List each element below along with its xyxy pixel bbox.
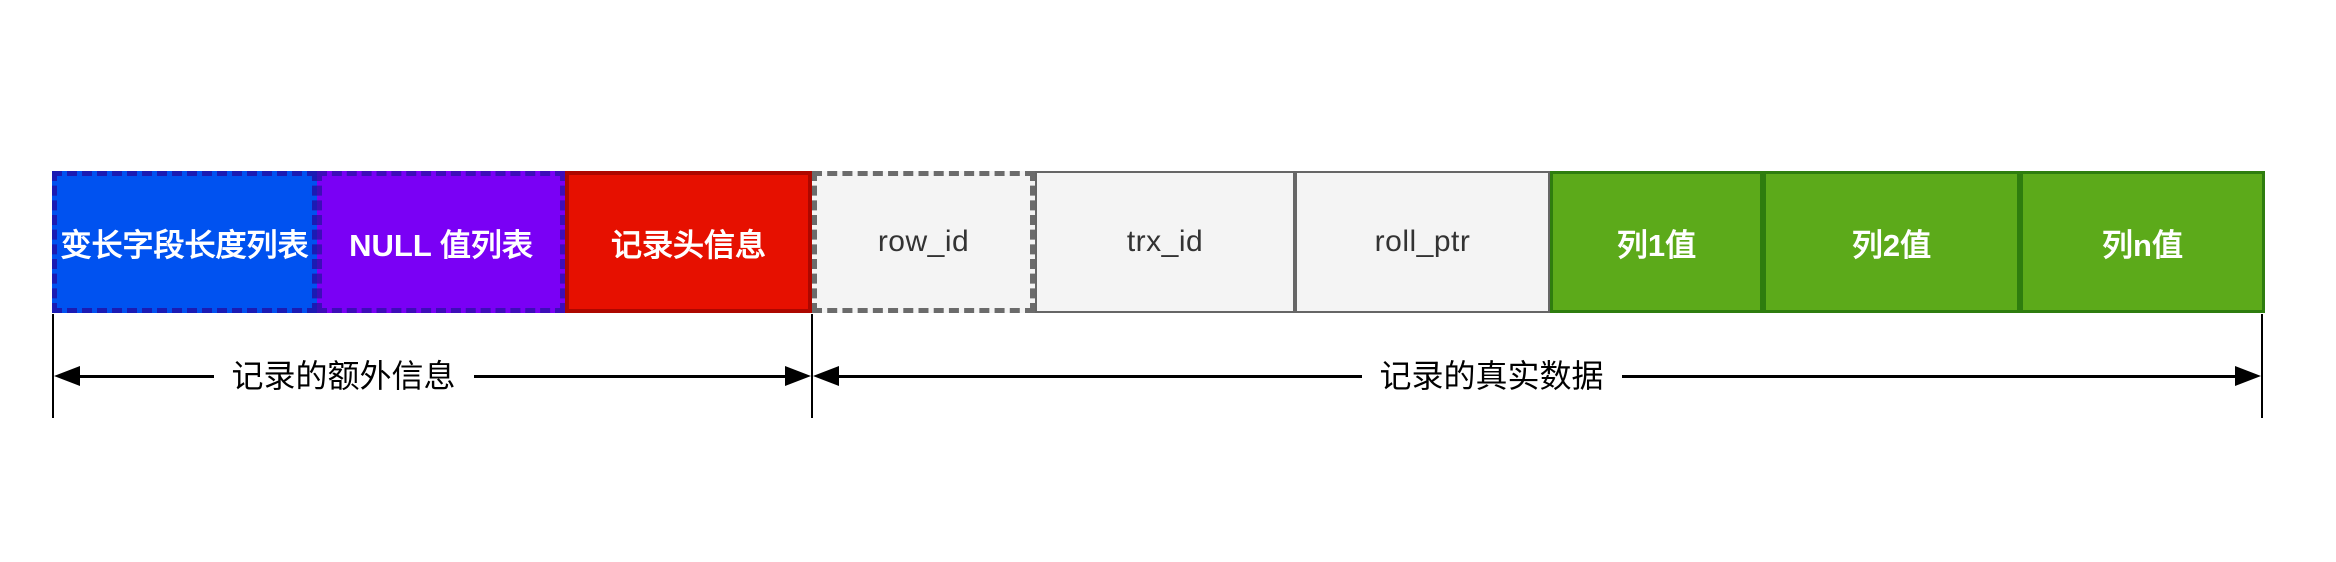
segment-roll-ptr: roll_ptr	[1295, 171, 1550, 313]
real-data-label: 记录的真实数据	[1379, 358, 1604, 394]
segment-variable-length-field-list: 变长字段长度列表	[52, 171, 317, 313]
boundary-tick-left	[52, 314, 54, 418]
measure-line	[839, 374, 1362, 378]
segment-column-1-value: 列1值	[1550, 171, 1763, 313]
arrowhead-left-icon	[813, 366, 839, 386]
segment-column-n-value: 列n值	[2020, 171, 2265, 313]
segment-column-2-value: 列2值	[1763, 171, 2020, 313]
boundary-tick-middle	[811, 314, 813, 418]
segment-null-value-list: NULL 值列表	[317, 171, 565, 313]
measure-span-extra-info: 记录的额外信息	[54, 354, 811, 398]
measure-line	[80, 374, 214, 378]
boundary-tick-right	[2261, 314, 2263, 418]
segment-record-header-info: 记录头信息	[565, 171, 812, 313]
measure-span-real-data: 记录的真实数据	[813, 354, 2261, 398]
measure-line	[1621, 374, 2235, 378]
segment-row-id: row_id	[812, 171, 1035, 313]
arrowhead-left-icon	[54, 366, 80, 386]
extra-info-label: 记录的额外信息	[231, 358, 456, 394]
arrowhead-right-icon	[2235, 366, 2261, 386]
measure-line	[473, 374, 785, 378]
arrowhead-right-icon	[785, 366, 811, 386]
segment-trx-id: trx_id	[1035, 171, 1295, 313]
